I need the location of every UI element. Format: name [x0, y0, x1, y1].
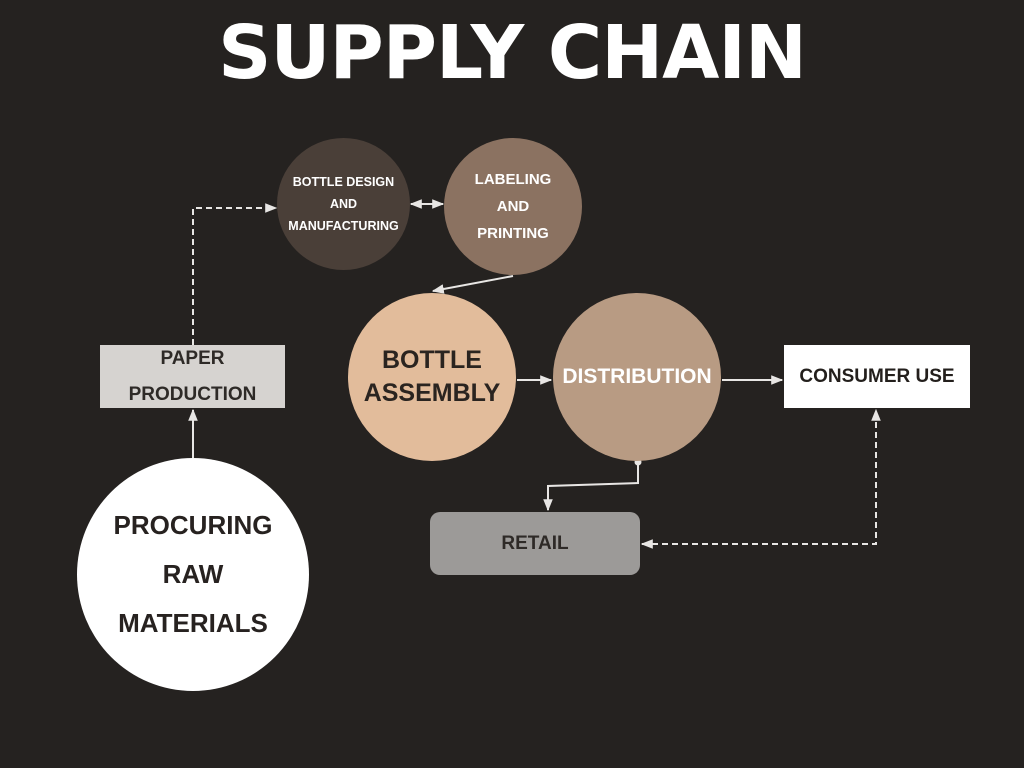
node-retail-label: RETAIL	[501, 532, 569, 554]
node-labeling-label: LABELING AND PRINTING	[474, 171, 552, 242]
node-bottle-assembly: BOTTLE ASSEMBLY	[348, 293, 516, 461]
node-bottle-design: BOTTLE DESIGN AND MANUFACTURING	[277, 138, 410, 270]
node-procuring-raw-materials: PROCURING RAW MATERIALS	[77, 458, 309, 691]
node-distribution: DISTRIBUTION	[553, 293, 721, 461]
node-bottle-assembly-label: BOTTLE ASSEMBLY	[363, 346, 501, 407]
node-distribution-label: DISTRIBUTION	[562, 365, 712, 388]
edge-distribution-to-retail	[543, 462, 639, 512]
edge-labeling-to-assembly	[431, 275, 514, 294]
diagram-title: SUPPLY CHAIN	[218, 10, 807, 96]
node-paper-production-label: PAPER PRODUCTION	[128, 347, 257, 405]
edge-retail-consumer	[640, 408, 881, 549]
edge-paper-to-design	[192, 203, 278, 345]
node-consumer-use: CONSUMER USE	[784, 345, 970, 408]
node-labeling: LABELING AND PRINTING	[444, 138, 582, 275]
node-consumer-use-label: CONSUMER USE	[799, 365, 955, 387]
node-procuring-raw-materials-label: PROCURING RAW MATERIALS	[113, 510, 273, 638]
node-bottle-design-label: BOTTLE DESIGN AND MANUFACTURING	[288, 175, 399, 233]
node-paper-production: PAPER PRODUCTION	[100, 345, 285, 408]
node-retail: RETAIL	[430, 512, 640, 575]
